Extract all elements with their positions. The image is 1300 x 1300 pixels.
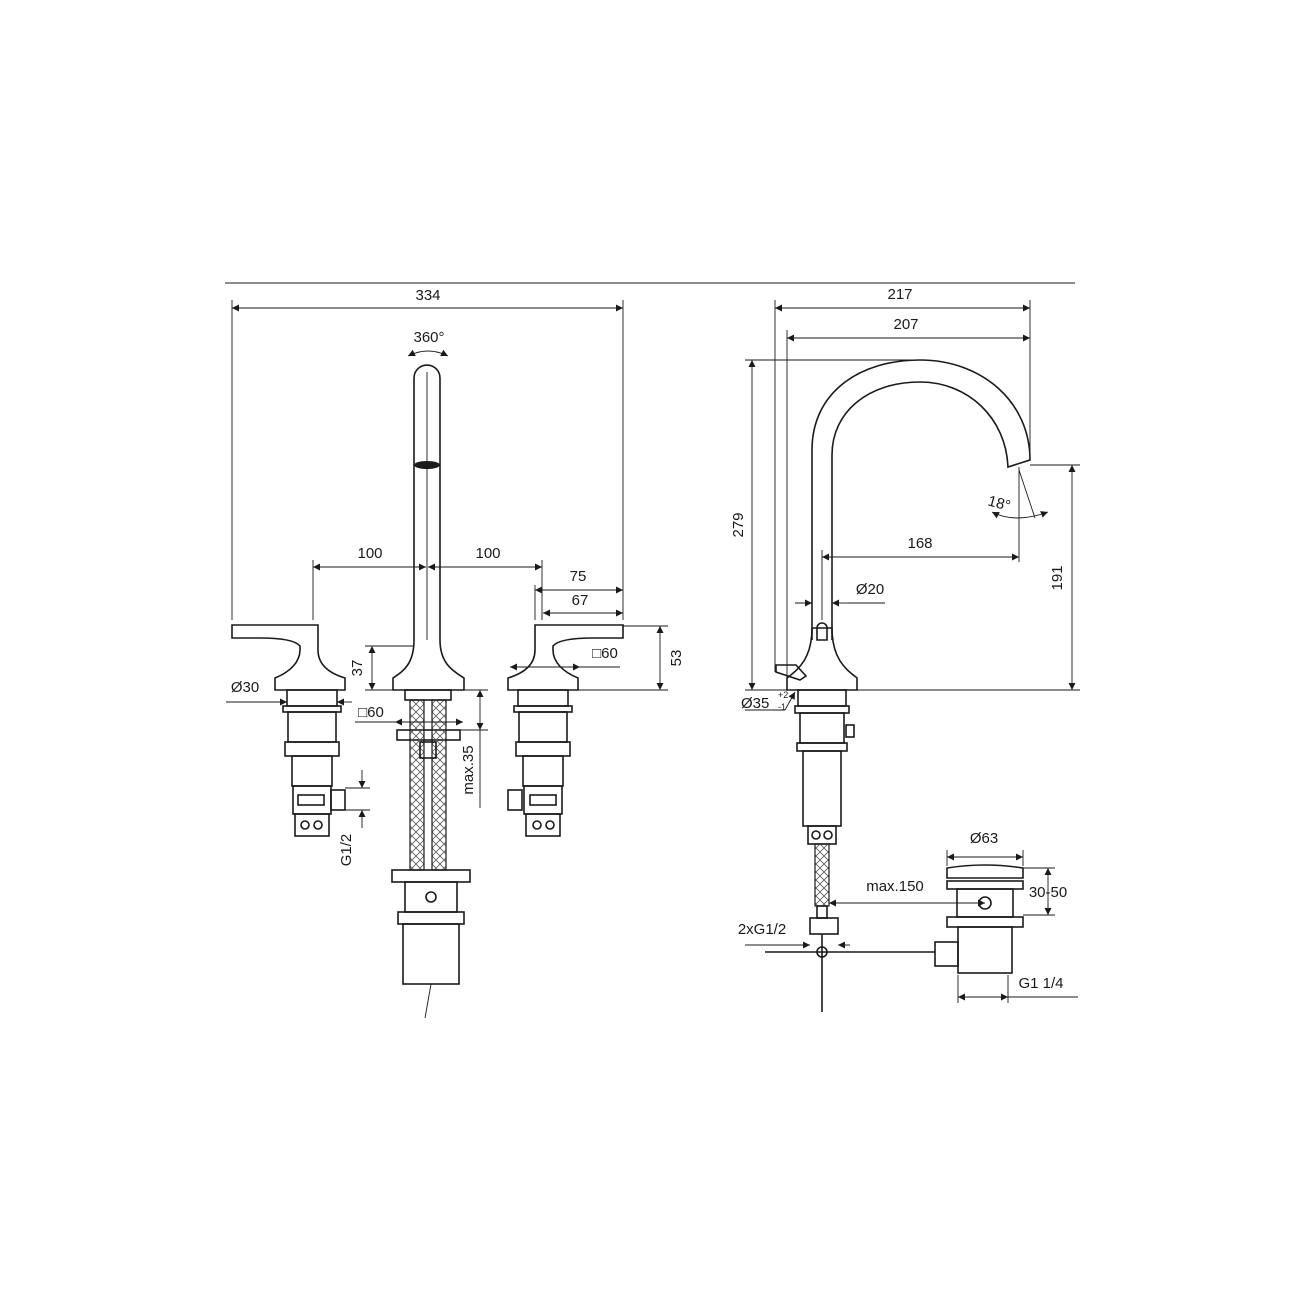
hole-diameter-label: Ø35 bbox=[741, 695, 769, 712]
hose bbox=[409, 699, 425, 871]
dim-75-label: 75 bbox=[570, 568, 587, 585]
waste-cap bbox=[946, 864, 1024, 879]
dim-168-label: 168 bbox=[907, 535, 932, 552]
rotation-label: 360° bbox=[413, 329, 444, 346]
mounting-plate bbox=[396, 729, 461, 741]
tolerance-minus: -1 bbox=[778, 702, 786, 712]
waste-height-label: 30-50 bbox=[1029, 884, 1067, 901]
side-view: 217 207 279 191 168 18° Ø20 Ø35 +2 -1 Ø6… bbox=[730, 286, 1080, 1012]
waste-diameter-label: Ø63 bbox=[970, 830, 998, 847]
dim-37-label: 37 bbox=[349, 660, 366, 677]
handle-diameter-label: Ø30 bbox=[231, 679, 259, 696]
spout-body bbox=[786, 627, 858, 691]
left-handle bbox=[231, 624, 346, 691]
spout-outline bbox=[392, 364, 465, 691]
dim-191-label: 191 bbox=[1049, 565, 1066, 590]
handle-square-label: □60 bbox=[592, 645, 618, 662]
front-view: 334 360° 100 100 75 67 53 □60 37 □60 max… bbox=[226, 287, 685, 1019]
dim-207-label: 207 bbox=[893, 316, 918, 333]
dim-100-right-label: 100 bbox=[475, 545, 500, 562]
g12-label: G1/2 bbox=[338, 834, 355, 867]
angle-label: 18° bbox=[986, 493, 1012, 515]
side-lever bbox=[775, 664, 808, 681]
spout-square-label: □60 bbox=[358, 704, 384, 721]
dim-217-label: 217 bbox=[887, 286, 912, 303]
dim-53-label: 53 bbox=[668, 650, 685, 667]
angle-arrow-icon bbox=[991, 511, 1049, 519]
dim-67-label: 67 bbox=[572, 592, 589, 609]
tolerance-plus: +2 bbox=[778, 690, 788, 700]
aerator-icon bbox=[414, 461, 440, 469]
tube-diameter-label: Ø20 bbox=[856, 581, 884, 598]
dim-100-left-label: 100 bbox=[357, 545, 382, 562]
supply-connection-label: 2xG1/2 bbox=[738, 921, 786, 938]
hose bbox=[431, 699, 447, 871]
max-150-label: max.150 bbox=[866, 878, 924, 895]
dim-334-label: 334 bbox=[415, 287, 440, 304]
dim-279-label: 279 bbox=[730, 512, 747, 537]
supply-hose bbox=[814, 843, 830, 907]
waste-connection-label: G1 1/4 bbox=[1018, 975, 1063, 992]
rotation-arrow-icon bbox=[407, 349, 449, 357]
max-35-label: max.35 bbox=[460, 745, 477, 794]
spout-arc bbox=[811, 359, 1031, 640]
